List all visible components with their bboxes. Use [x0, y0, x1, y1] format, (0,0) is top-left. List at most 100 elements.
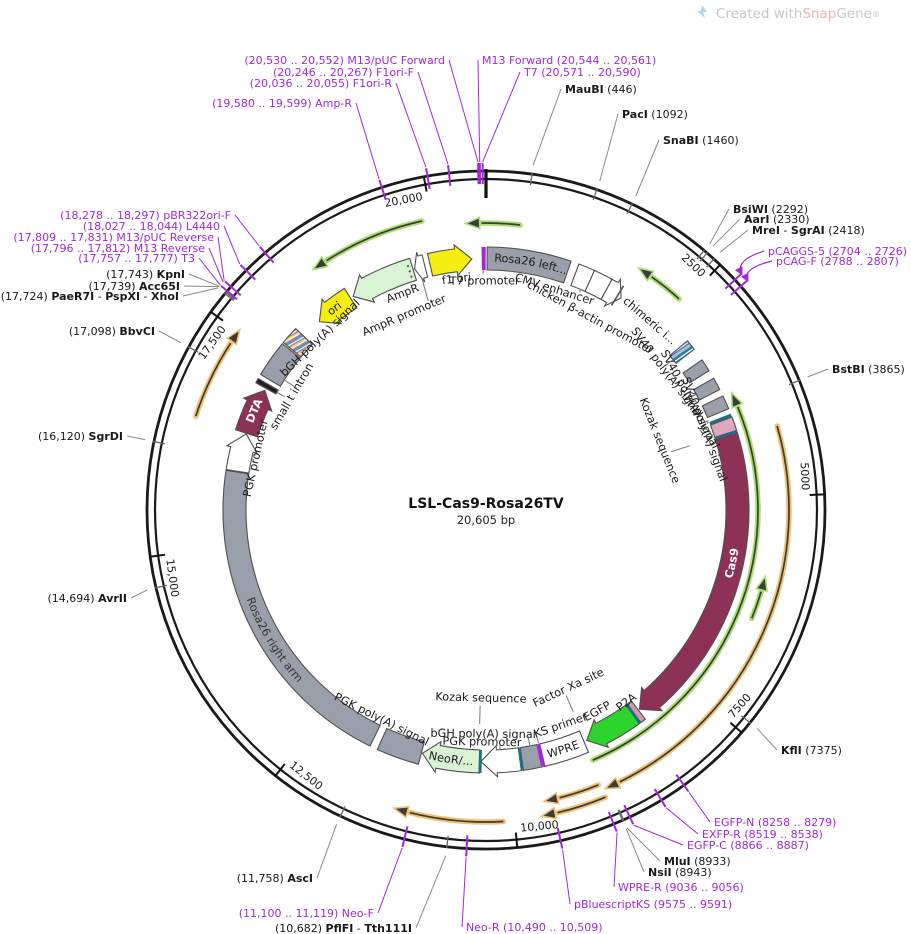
feature-neoR[interactable] [421, 740, 481, 774]
primer-label-pcaggs-5[interactable]: pCAGGS-5 (2704 .. 2726) [734, 245, 907, 276]
feature-pgk-promoter-2[interactable] [225, 433, 259, 474]
primer-label-f1ori-r[interactable]: (20,036 .. 20,055) F1ori-R [250, 77, 427, 168]
feature-sv40-polyA-hatch[interactable] [668, 340, 695, 365]
feature-cas9[interactable] [638, 431, 750, 712]
callout-text-maubi[interactable]: MauBI (446) [565, 83, 637, 96]
feature-rosa26-left-arm[interactable] [486, 246, 572, 284]
rosa26-right-label[interactable]: Rosa26 right arm [244, 596, 306, 685]
primer-label-amp-r[interactable]: (19,580 .. 19,599) Amp-R [212, 97, 380, 180]
primer-label-neo-r[interactable]: Neo-R (10,490 .. 10,509) [461, 857, 603, 934]
primer-label-t7[interactable]: T7 (20,571 .. 20,590) [482, 66, 641, 163]
primer-label-m13-puc-forward[interactable]: (20,530 .. 20,552) M13/pUC Forward [244, 54, 479, 163]
enzyme-label-avrii[interactable]: (14,694) AvrII [48, 589, 148, 605]
feature-stop-box-3[interactable] [701, 395, 730, 419]
enzyme-label-maubi[interactable]: MauBI (446) [532, 83, 637, 166]
feature-label-19[interactable]: PGK promoter [442, 735, 522, 749]
callout-text-mlui[interactable]: MluI (8933) [664, 855, 731, 868]
callout-text-snabi[interactable]: SnaBI (1460) [663, 134, 739, 147]
feature-ampR[interactable] [352, 257, 418, 303]
callout-text-t7[interactable]: T7 (20,571 .. 20,590) [523, 66, 641, 79]
callout-text-wpre-r[interactable]: WPRE-R (9036 .. 9056) [618, 881, 744, 894]
callout-text-m13-reverse[interactable]: (17,796 .. 17,812) M13 Reverse [31, 242, 205, 255]
enzyme-label-paer7i-pspxi-xhoi[interactable]: (17,724) PaeR7I - PspXI - XhoI [1, 287, 219, 303]
enzyme-label-acc65i[interactable]: (17,739) Acc65I [88, 280, 220, 293]
enzyme-label-aari[interactable]: AarI (2330) [712, 213, 810, 247]
feature-stop-box-1[interactable] [682, 359, 710, 384]
callout-text-kpni[interactable]: (17,743) KpnI [106, 268, 185, 281]
primer-label-f1ori-f[interactable]: (20,246 .. 20,267) F1ori-F [273, 66, 449, 165]
orf-arrow-3[interactable] [539, 794, 609, 820]
callout-text-aari[interactable]: AarI (2330) [744, 213, 810, 226]
callout-text-bsiwi[interactable]: BsiWI (2292) [733, 203, 808, 216]
feature-pgk-promoter[interactable] [480, 744, 522, 779]
enzyme-label-kfli[interactable]: KflI (7375) [756, 727, 842, 757]
feature-label-13[interactable]: Kozak sequence [637, 396, 683, 486]
callout-text-asci[interactable]: (11,758) AscI [237, 872, 313, 885]
frame-arrow-4[interactable] [749, 574, 768, 622]
primer-label-m13-reverse[interactable]: (17,796 .. 17,812) M13 Reverse [31, 242, 224, 283]
callout-text-t3[interactable]: (17,757 .. 17,777) T3 [78, 252, 195, 265]
callout-text-pcaggs-5[interactable]: pCAGGS-5 (2704 .. 2726) [768, 245, 907, 258]
feature-stop-box-2[interactable] [692, 377, 721, 401]
callout-text-nsii[interactable]: NsiI (8943) [648, 866, 712, 879]
primer-label-neo-f[interactable]: (11,100 .. 11,119) Neo-F [239, 847, 403, 920]
primer-label-l4440[interactable]: (18,027 .. 18,044) L4440 [83, 220, 241, 265]
feature-label-1[interactable]: f1 ori [441, 271, 472, 288]
callout-text-mrei-sgrai[interactable]: MreI - SgrAI (2418) [752, 224, 865, 237]
orf-arrow-4[interactable] [391, 805, 507, 825]
callout-text-amp-r[interactable]: (19,580 .. 19,599) Amp-R [212, 97, 352, 110]
callout-text-f1ori-r[interactable]: (20,036 .. 20,055) F1ori-R [250, 77, 393, 90]
feature-pgk-polyA[interactable] [376, 727, 425, 765]
callout-text-m13-puc-reverse[interactable]: (17,809 .. 17,831) M13/pUC Reverse [13, 231, 214, 244]
frame-arrow-1[interactable] [311, 218, 425, 271]
callout-text-neo-r[interactable]: Neo-R (10,490 .. 10,509) [466, 921, 603, 934]
orf-arrow-0[interactable] [193, 327, 242, 419]
orf-arrow-2[interactable] [541, 782, 602, 805]
frame-arrow-3[interactable] [589, 390, 761, 763]
callout-text-pflfi-tth111i[interactable]: (10,682) PflFI - Tth111I [275, 922, 412, 934]
feature-small-t-box[interactable] [255, 377, 279, 395]
enzyme-label-paci[interactable]: PacI (1092) [599, 108, 688, 182]
primer-label-wpre-r[interactable]: WPRE-R (9036 .. 9056) [613, 832, 744, 894]
feature-ori[interactable] [318, 287, 358, 325]
frame-arrow-2[interactable] [636, 266, 682, 302]
primer-label-pbluescriptks[interactable]: pBluescriptKS (9575 .. 9591) [562, 849, 733, 911]
primer-label-pbr322ori-f[interactable]: (18,278 .. 18,297) pBR322ori-F [60, 209, 260, 247]
callout-text-f1ori-f[interactable]: (20,246 .. 20,267) F1ori-F [273, 66, 414, 79]
feature-label-0[interactable]: T7 promoter [449, 274, 521, 287]
callout-text-m13-forward[interactable]: M13 Forward (20,544 .. 20,561) [482, 54, 656, 67]
feature-label-18[interactable]: bGH poly(A) signal [430, 727, 536, 741]
feature-label-16[interactable]: Factor Xa site [531, 666, 606, 710]
primer-label-m13-forward[interactable]: M13 Forward (20,544 .. 20,561) [477, 54, 656, 163]
enzyme-label-kpni[interactable]: (17,743) KpnI [106, 268, 220, 287]
callout-text-paci[interactable]: PacI (1092) [622, 108, 688, 121]
enzyme-label-bstbi[interactable]: BstBI (3865) [807, 363, 905, 378]
enzyme-label-mlui[interactable]: MluI (8933) [626, 827, 731, 868]
callout-text-avrii[interactable]: (14,694) AvrII [48, 592, 127, 605]
feature-label-20[interactable]: Kozak sequence [435, 690, 527, 705]
callout-text-pcag-f[interactable]: pCAG-F (2788 .. 2807) [776, 255, 899, 268]
enzyme-label-asci[interactable]: (11,758) AscI [237, 824, 338, 885]
feature-p2a[interactable] [626, 700, 647, 724]
primer-label-pcag-f[interactable]: pCAG-F (2788 .. 2807) [740, 255, 899, 283]
enzyme-label-bbvci[interactable]: (17,098) BbvCI [69, 325, 182, 344]
primer-label-egfp-n[interactable]: EGFP-N (8258 .. 8279) [688, 792, 836, 829]
primer-label-t3[interactable]: (17,757 .. 17,777) T3 [78, 252, 221, 286]
enzyme-label-mrei-sgrai[interactable]: MreI - SgrAI (2418) [719, 224, 865, 253]
enzyme-label-nsii[interactable]: NsiI (8943) [625, 828, 712, 879]
callout-text-neo-f[interactable]: (11,100 .. 11,119) Neo-F [239, 907, 374, 920]
callout-text-kfli[interactable]: KflI (7375) [781, 744, 842, 757]
callout-text-bbvci[interactable]: (17,098) BbvCI [69, 325, 155, 338]
primer-label-egfp-c[interactable]: EGFP-C (8866 .. 8887) [633, 824, 809, 852]
enzyme-label-snabi[interactable]: SnaBI (1460) [635, 134, 739, 197]
callout-text-paer7i-pspxi-xhoi[interactable]: (17,724) PaeR7I - PspXI - XhoI [1, 290, 179, 303]
callout-text-egfp-n[interactable]: EGFP-N (8258 .. 8279) [714, 816, 836, 829]
orf-arrow-1[interactable] [603, 423, 792, 790]
callout-text-pbluescriptks[interactable]: pBluescriptKS (9575 .. 9591) [574, 898, 732, 911]
callout-text-l4440[interactable]: (18,027 .. 18,044) L4440 [83, 220, 220, 233]
callout-text-bstbi[interactable]: BstBI (3865) [832, 363, 905, 376]
feature-mcs-hatch[interactable] [282, 327, 314, 358]
callout-text-egfp-c[interactable]: EGFP-C (8866 .. 8887) [687, 839, 809, 852]
feature-dta[interactable] [234, 389, 273, 438]
feature-rosa26-right-arm[interactable] [222, 469, 381, 747]
